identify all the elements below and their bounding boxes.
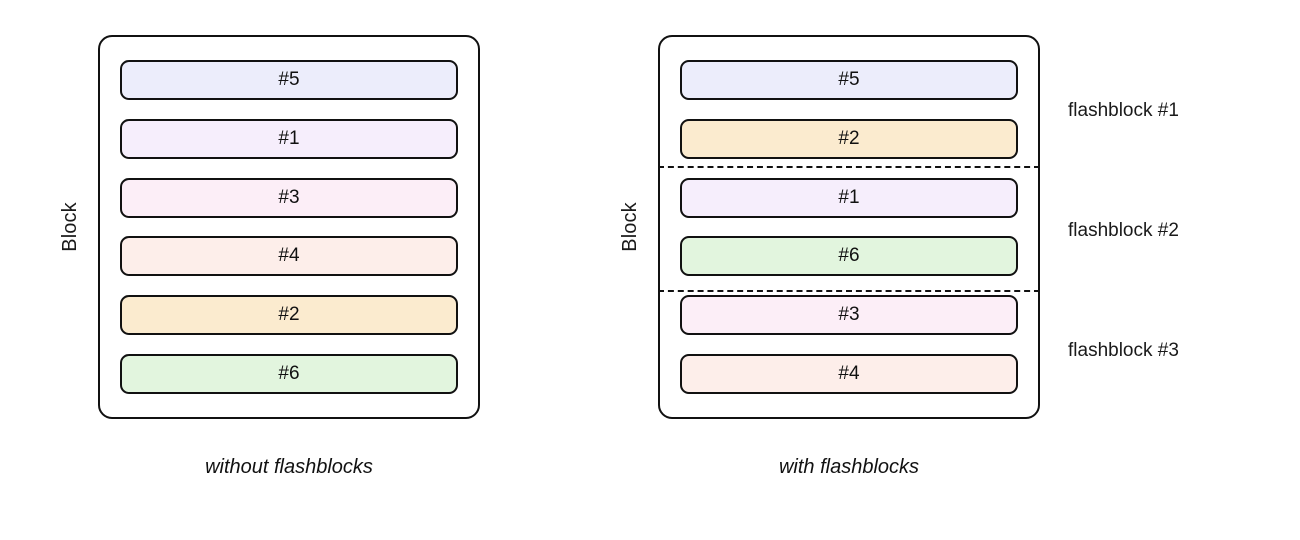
transaction-bar[interactable]: #1 xyxy=(680,177,1018,218)
transaction-bar[interactable]: #4 xyxy=(120,236,458,277)
panel-with-flashblocks: Block #5 #2 #1 #6 #3 #4 xyxy=(619,35,1040,419)
transaction-bar[interactable]: #5 xyxy=(680,60,1018,100)
transaction-bar[interactable]: #4 xyxy=(680,353,1018,394)
caption-with-flashblocks: with flashblocks xyxy=(778,456,920,478)
panel-without-flashblocks: Block #5 #1 #3 #4 #2 #6 xyxy=(59,35,480,419)
flashblock-separator-1 xyxy=(658,166,1040,168)
transaction-bar[interactable]: #2 xyxy=(120,295,458,336)
flashblock-label-2: flashblock #2 xyxy=(1068,220,1179,241)
flashblock-label-3: flashblock #3 xyxy=(1068,340,1179,361)
axis-label-block-left: Block xyxy=(59,202,82,252)
transaction-list-right: #5 #2 #1 #6 #3 #4 xyxy=(680,60,1018,394)
transaction-bar[interactable]: #3 xyxy=(120,177,458,218)
flashblock-label-1: flashblock #1 xyxy=(1068,100,1179,121)
transaction-bar[interactable]: #2 xyxy=(680,118,1018,159)
transaction-bar[interactable]: #1 xyxy=(120,118,458,159)
axis-label-block-right: Block xyxy=(619,202,642,252)
transaction-bar[interactable]: #3 xyxy=(680,295,1018,336)
transaction-bar[interactable]: #6 xyxy=(680,236,1018,277)
transaction-bar[interactable]: #5 xyxy=(120,60,458,100)
transaction-bar[interactable]: #6 xyxy=(120,353,458,394)
flashblock-separator-2 xyxy=(658,290,1040,292)
transaction-list-left: #5 #1 #3 #4 #2 #6 xyxy=(120,60,458,394)
caption-without-flashblocks: without flashblocks xyxy=(205,456,373,478)
